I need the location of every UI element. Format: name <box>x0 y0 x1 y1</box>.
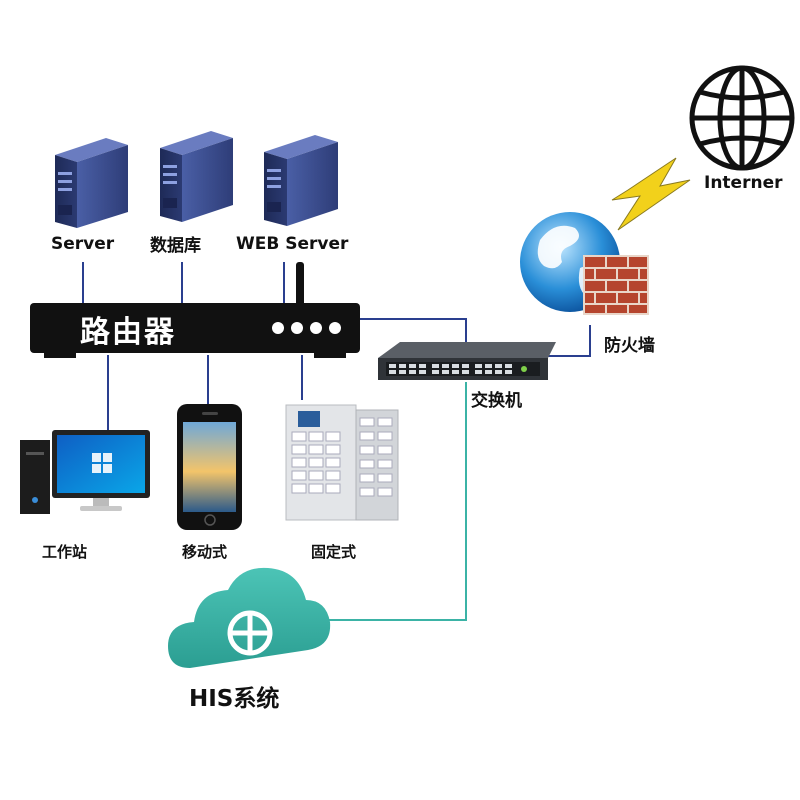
label-database: 数据库 <box>150 236 201 256</box>
link-router-switch <box>355 318 467 342</box>
desktop-computer-icon <box>20 430 150 514</box>
smartphone-icon <box>177 404 242 530</box>
database-server-icon <box>160 131 233 222</box>
label-workstation: 工作站 <box>42 543 88 561</box>
antenna-icon <box>296 262 304 306</box>
brick-wall-icon <box>583 255 649 315</box>
label-internet: Interner <box>704 173 783 193</box>
label-fixed: 固定式 <box>311 543 357 561</box>
internet-globe-icon <box>689 65 795 171</box>
server-icon <box>55 138 128 228</box>
web-server-icon <box>264 135 338 226</box>
link-switch-firewall <box>543 325 591 357</box>
label-firewall: 防火墙 <box>604 336 655 356</box>
label-router: 路由器 <box>80 315 176 350</box>
link-switch-his <box>318 382 467 621</box>
connection-lines <box>82 262 591 621</box>
label-switch: 交换机 <box>471 391 522 411</box>
lightning-icon <box>611 157 691 231</box>
router-icon <box>30 262 360 358</box>
label-server: Server <box>51 234 115 254</box>
cloud-plus-icon <box>168 567 331 668</box>
label-his-system: HIS系统 <box>189 686 280 712</box>
label-web-server: WEB Server <box>236 234 349 254</box>
label-mobile: 移动式 <box>182 543 228 561</box>
switch-icon <box>378 342 556 380</box>
locker-cabinet-icon <box>285 404 399 521</box>
